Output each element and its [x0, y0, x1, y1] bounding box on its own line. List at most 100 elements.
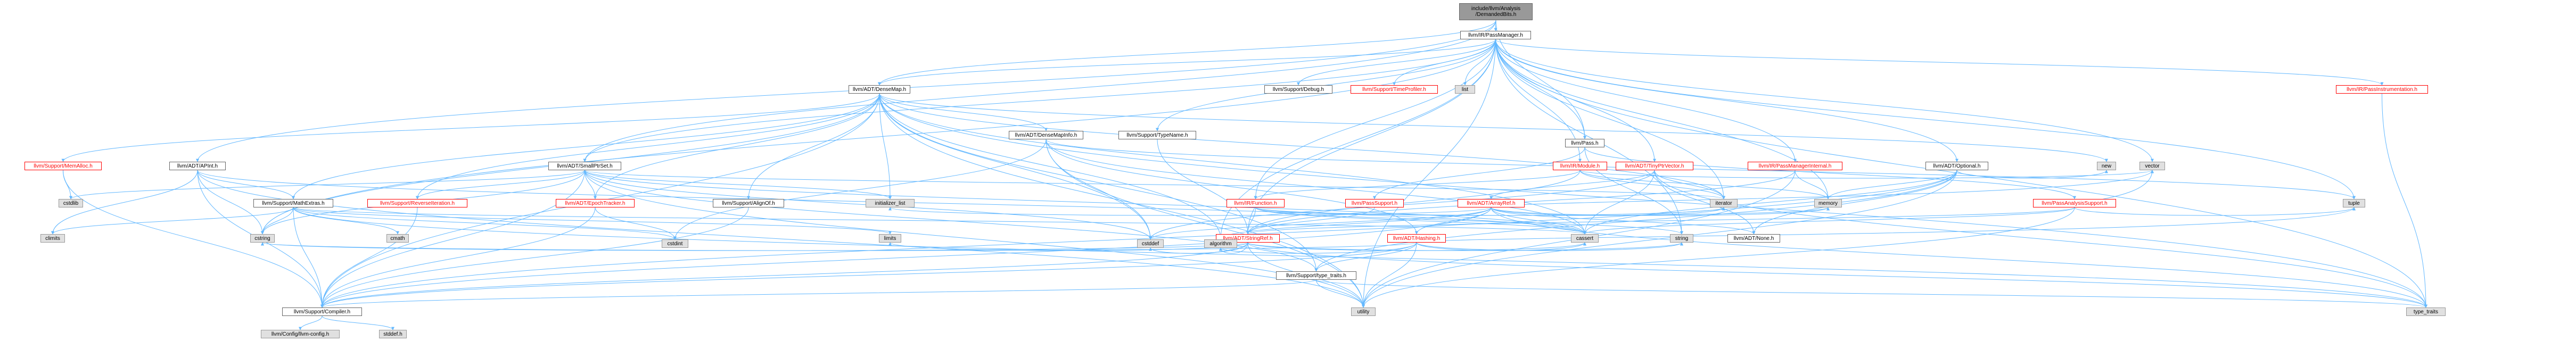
edge-passanalysissupport-to-stringref [1246, 207, 2075, 235]
node-initializer_list: initializer_list [866, 199, 915, 207]
node-debug[interactable]: llvm/Support/Debug.h [1264, 85, 1332, 94]
node-label: list [1461, 86, 1469, 93]
node-passinstrumentation[interactable]: llvm/IR/PassInstrumentation.h [2336, 85, 2428, 94]
node-smallptrset[interactable]: llvm/ADT/SmallPtrSet.h [548, 162, 621, 170]
node-label: llvm/ADT/None.h [1733, 235, 1774, 242]
edge-hashing-to-typetraits [1314, 242, 1417, 272]
node-passmanagerinternal[interactable]: llvm/IR/PassManagerInternal.h [1748, 162, 1842, 170]
node-cstddef: cstddef [1137, 239, 1164, 248]
edge-densemap-to-typetraits [879, 93, 1318, 272]
edge-densemapinfo-to-hashing [1046, 139, 1418, 235]
edge-passanalysissupport-to-cassert [1583, 207, 2075, 235]
node-label: llvm/ADT/DenseMapInfo.h [1015, 132, 1077, 138]
node-label: memory [1818, 200, 1838, 206]
node-label: llvm/Support/Debug.h [1272, 86, 1324, 93]
edge-pass-to-passanalysissupport [1584, 147, 2076, 199]
edge-arrayref-to-algorithm [1219, 207, 1492, 240]
node-compiler[interactable]: llvm/Support/Compiler.h [282, 307, 362, 316]
edge-irmodule-to-stringref [1246, 170, 1581, 235]
node-timeprofiler[interactable]: llvm/Support/TimeProfiler.h [1351, 85, 1438, 94]
node-label: algorithm [1209, 240, 1232, 247]
edge-arrayref-to-cstddef [1149, 207, 1492, 240]
edge-smallptrset-to-epochtracker [585, 170, 597, 199]
node-memalloc[interactable]: llvm/Support/MemAlloc.h [24, 162, 102, 170]
node-irfunction[interactable]: llvm/IR/Function.h [1227, 199, 1285, 207]
edge-optional-to-cassert [1583, 170, 1957, 235]
edge-densemap-to-new [879, 93, 2108, 162]
node-new: new [2097, 162, 2116, 170]
node-tinyptrvector[interactable]: llvm/ADT/TinyPtrVector.h [1616, 162, 1693, 170]
node-label: llvm/Pass.h [1571, 140, 1599, 146]
edge-passanalysissupport-to-tuple [2074, 207, 2356, 216]
node-label: llvm/PassAnalysisSupport.h [2042, 200, 2108, 206]
node-mathextras[interactable]: llvm/Support/MathExtras.h [253, 199, 333, 207]
edge-passmanager-to-irfunction [1254, 39, 1496, 199]
node-label: llvm/Support/MemAlloc.h [34, 163, 93, 169]
node-type_traits: type_traits [2406, 307, 2446, 316]
edge-epochtracker-to-compiler [320, 207, 596, 308]
edge-typetraits-to-utility [1316, 279, 1365, 308]
edge-irfunction-to-string [1255, 207, 1683, 235]
edge-densemapinfo-to-cstdint [673, 139, 1047, 240]
node-alignof[interactable]: llvm/Support/AlignOf.h [713, 199, 784, 207]
node-vector: vector [2139, 162, 2165, 170]
edge-densemap-to-alignof [747, 93, 880, 199]
edge-densemap-to-type_traits [879, 93, 2427, 308]
edge-passmanager-to-smallptrset [583, 39, 1496, 162]
node-passanalysissupport[interactable]: llvm/PassAnalysisSupport.h [2033, 199, 2116, 207]
edge-densemapinfo-to-tuple [1046, 139, 2356, 199]
node-llvmconfig: llvm/Config/llvm-config.h [261, 330, 340, 338]
node-label: llvm/IR/PassManagerInternal.h [1758, 163, 1832, 169]
edge-passmanager-to-timeprofiler [1393, 39, 1496, 86]
edge-mathextras-to-cassert [293, 207, 1586, 235]
edge-typename-to-stringref [1157, 139, 1249, 235]
edge-irmodule-to-irfunction [1254, 170, 1581, 199]
node-passmanager[interactable]: llvm/IR/PassManager.h [1460, 31, 1531, 39]
node-arrayref[interactable]: llvm/ADT/ArrayRef.h [1458, 199, 1525, 207]
edge-apint-to-utility [197, 170, 1365, 308]
node-label: llvm/Support/TypeName.h [1126, 132, 1188, 138]
node-none[interactable]: llvm/ADT/None.h [1727, 234, 1780, 243]
node-label: cstring [254, 235, 270, 242]
edge-hashing-to-cstring [261, 242, 1417, 251]
node-hashing[interactable]: llvm/ADT/Hashing.h [1387, 234, 1446, 243]
edge-root-to-apint [196, 20, 1496, 162]
node-passsupport[interactable]: llvm/PassSupport.h [1345, 199, 1404, 207]
node-reverseiteration[interactable]: llvm/Support/ReverseIteration.h [367, 199, 467, 207]
edge-optional-to-typetraits [1314, 170, 1957, 272]
edge-irfunction-to-cassert [1255, 207, 1586, 235]
node-label: llvm/ADT/SmallPtrSet.h [557, 163, 613, 169]
node-densemapinfo[interactable]: llvm/ADT/DenseMapInfo.h [1009, 131, 1083, 139]
node-densemap[interactable]: llvm/ADT/DenseMap.h [849, 85, 910, 94]
node-climits: climits [40, 234, 65, 243]
edge-passmanager-to-list [1463, 39, 1496, 86]
edge-densemap-to-epochtracker [594, 93, 880, 199]
edge-optional-to-none [1752, 170, 1957, 235]
edge-densemap-to-mathextras [292, 93, 880, 199]
node-tuple: tuple [2343, 199, 2365, 207]
node-cmath: cmath [386, 234, 409, 243]
node-label: llvm/ADT/Hashing.h [1393, 235, 1441, 242]
node-apint[interactable]: llvm/ADT/APInt.h [169, 162, 226, 170]
node-epochtracker[interactable]: llvm/ADT/EpochTracker.h [556, 199, 635, 207]
edge-smallptrset-to-iterator [585, 170, 1725, 199]
node-label: iterator [1715, 200, 1732, 206]
node-pass[interactable]: llvm/Pass.h [1565, 139, 1604, 147]
edge-densemap-to-cstddef [879, 93, 1152, 240]
node-root[interactable]: include/llvm/Analysis/DemandedBits.h [1459, 3, 1533, 20]
edge-arrayref-to-memory [1491, 207, 1830, 216]
edge-epochtracker-to-cstdint [595, 207, 677, 240]
edge-passmanager-to-utility [1362, 39, 1496, 308]
edge-irmodule-to-vector [1579, 170, 2154, 179]
edge-arrayref-to-type_traits [1491, 207, 2427, 308]
edge-densemapinfo-to-cassert [1046, 139, 1586, 235]
node-label: initializer_list [875, 200, 906, 206]
node-optional[interactable]: llvm/ADT/Optional.h [1925, 162, 1988, 170]
node-typename[interactable]: llvm/Support/TypeName.h [1118, 131, 1196, 139]
node-irmodule[interactable]: llvm/IR/Module.h [1553, 162, 1607, 170]
edge-optional-to-new [1956, 170, 2108, 179]
node-label: llvm/IR/PassInstrumentation.h [2347, 86, 2417, 93]
node-typetraits[interactable]: llvm/Support/type_traits.h [1276, 271, 1356, 280]
edge-stringref-to-type_traits [1247, 242, 2427, 308]
edge-passmanager-to-pass [1495, 39, 1586, 139]
